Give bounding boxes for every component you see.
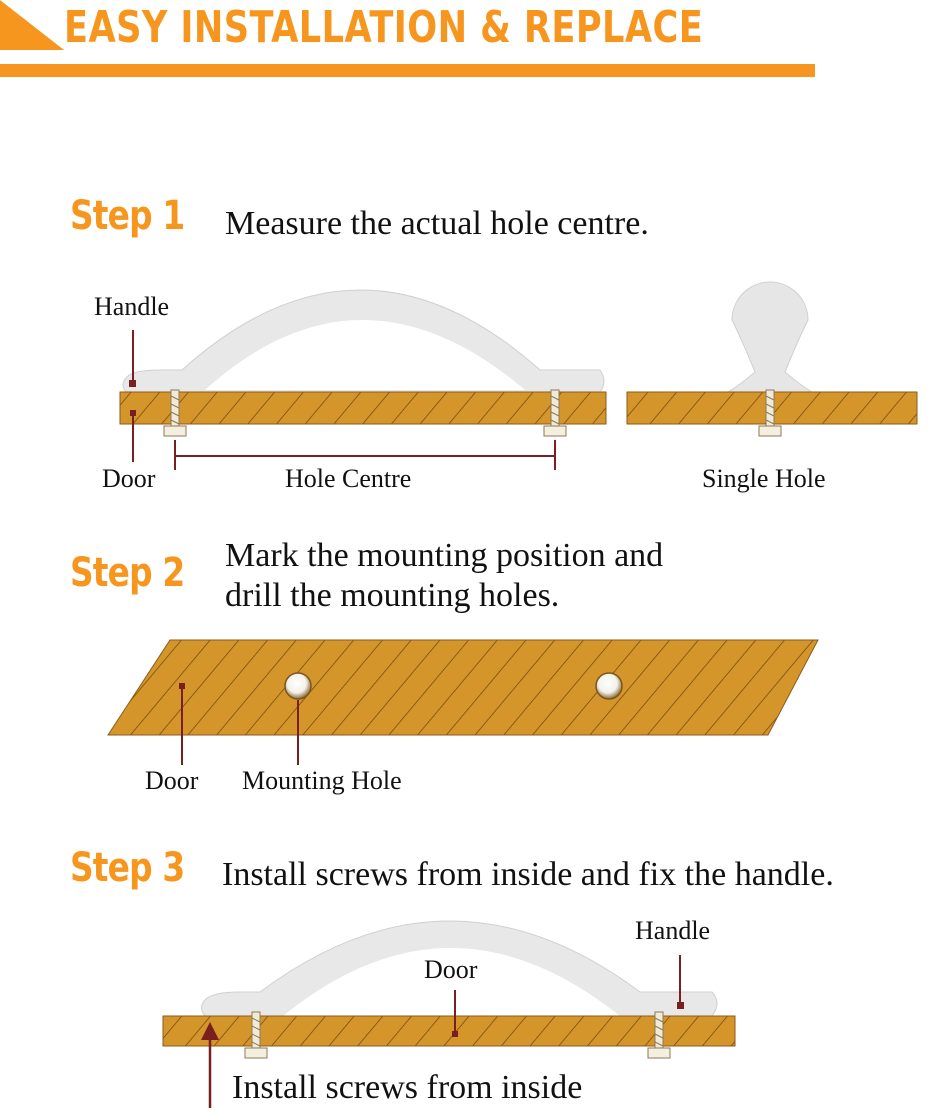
step3-door-board <box>162 1015 736 1047</box>
step1-handle-label: Handle <box>94 292 170 321</box>
page-title: EASY INSTALLATION & REPLACE <box>64 2 704 53</box>
step1-screw-left <box>163 389 187 437</box>
step3-door-pointer-dot <box>452 1031 458 1037</box>
mounting-hole-label: Mounting Hole <box>242 766 402 795</box>
header-decoration <box>0 0 815 77</box>
hole-centre-label: Hole Centre <box>285 464 412 493</box>
header-corner-triangle <box>0 0 64 50</box>
single-hole-screw <box>758 389 782 437</box>
header-banner: EASY INSTALLATION & REPLACE <box>0 0 815 80</box>
step3-handle-pointer-dot <box>677 1002 684 1009</box>
step1-door-board <box>119 391 607 425</box>
step-2-text-line1: Mark the mounting position and <box>225 537 664 574</box>
step3-door-label: Door <box>424 955 478 984</box>
install-arrow-head <box>201 1022 219 1040</box>
step3-handle-label: Handle <box>635 916 711 945</box>
step1-door-pointer-dot <box>130 410 136 416</box>
step3-handle-inner <box>283 948 620 1016</box>
step1-screw-right <box>543 389 567 437</box>
mounting-hole-right <box>595 672 623 700</box>
single-hole-knob <box>726 281 814 393</box>
header-underline <box>0 64 815 77</box>
step2-door-pointer-dot <box>179 683 185 689</box>
single-hole-label: Single Hole <box>702 464 826 493</box>
step-1-label: Step 1 <box>70 193 185 239</box>
install-screws-label: Install screws from inside <box>232 1069 583 1106</box>
step-2-text-line2: drill the mounting holes. <box>225 577 560 614</box>
step-1-text: Measure the actual hole centre. <box>225 205 649 242</box>
mounting-hole-left <box>284 672 312 700</box>
step-2-label: Step 2 <box>70 550 185 596</box>
step-3-text: Install screws from inside and fix the h… <box>222 856 834 893</box>
step3-screw-left <box>244 1011 268 1059</box>
step2-door-label: Door <box>145 766 199 795</box>
step1-handle-inner <box>205 320 525 390</box>
step1-handle-pointer-dot <box>129 380 136 387</box>
step2-door-board <box>107 639 819 736</box>
step-3-label: Step 3 <box>70 845 185 891</box>
step3-screw-right <box>647 1011 671 1059</box>
step1-door-label: Door <box>102 464 156 493</box>
